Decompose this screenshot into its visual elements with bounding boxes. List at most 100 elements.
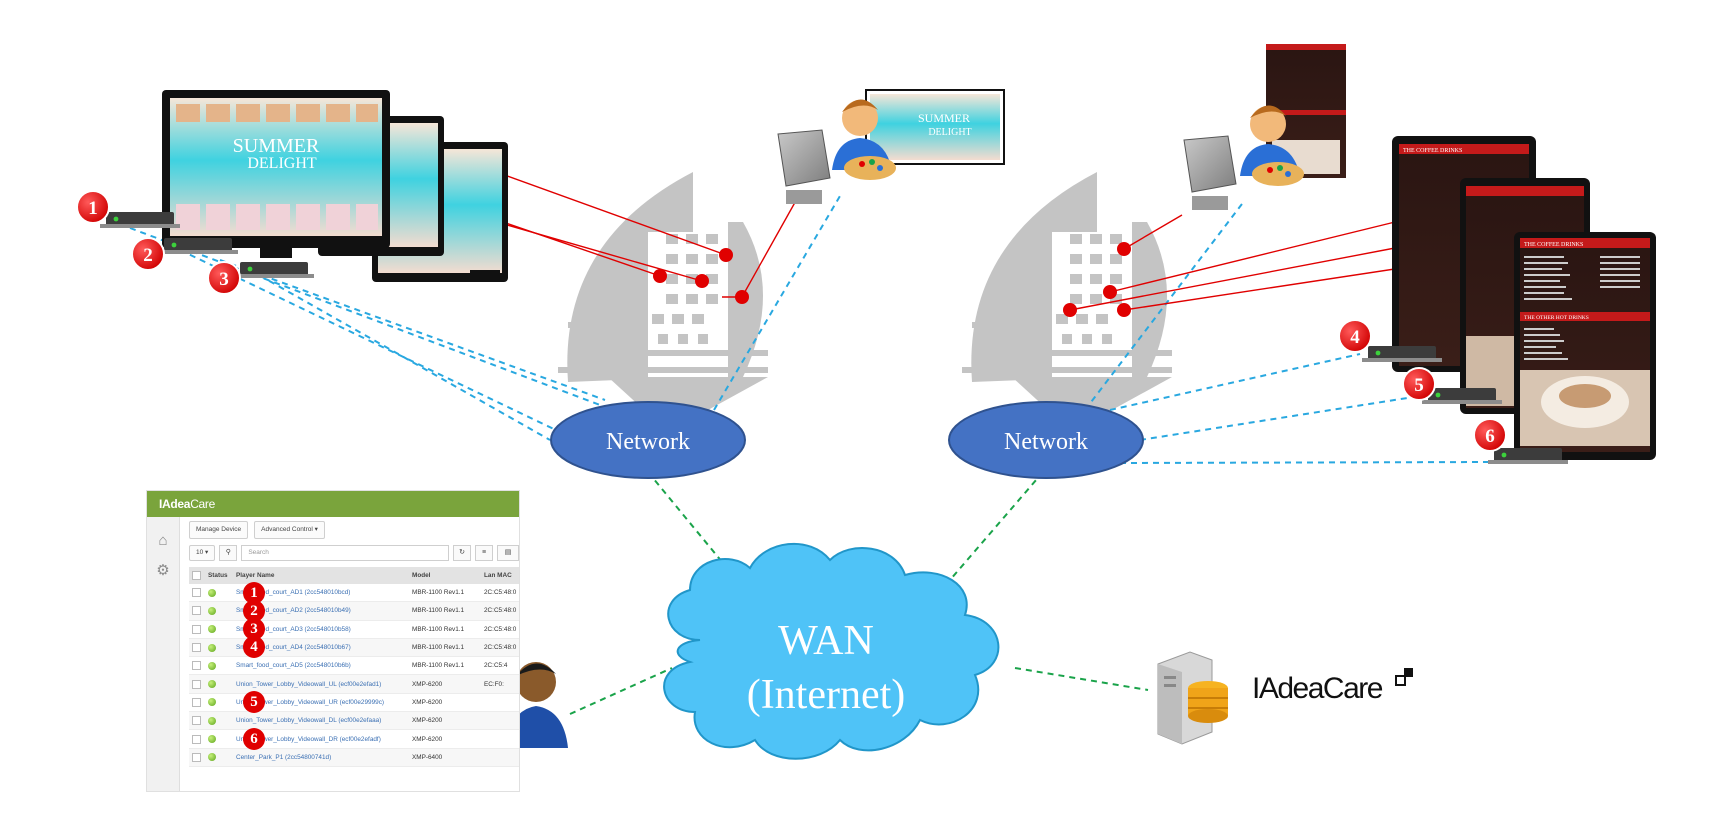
row-status: [205, 674, 233, 694]
status-online-icon: [208, 588, 216, 597]
search-input[interactable]: Search: [241, 545, 449, 561]
row-badge-3: 3: [243, 618, 265, 640]
svg-text:DELIGHT: DELIGHT: [928, 127, 971, 138]
row-badge-4: 4: [243, 636, 265, 658]
table-row[interactable]: Center_Park_P1 (2cc54800741d)XMP-6400: [189, 748, 519, 767]
badge-2: 2: [131, 237, 165, 271]
row-status: [205, 729, 233, 749]
table-row[interactable]: Union_Tower_Lobby_Videowall_UR (ecf00e29…: [189, 693, 519, 713]
status-online-icon: [208, 753, 216, 762]
select-all-checkbox[interactable]: [189, 567, 205, 584]
badge-5: 5: [1402, 367, 1436, 401]
building-icon-right: [962, 172, 1172, 432]
menu-board-front: THE COFFEE DRINKS THE OTHER HOT DRINKS: [1514, 232, 1656, 460]
row-checkbox[interactable]: [189, 674, 205, 694]
svg-text:2: 2: [143, 245, 153, 266]
player-badges: 1 2 3 4 5 6: [76, 190, 1507, 452]
row-status: [205, 656, 233, 676]
status-online-icon: [208, 698, 216, 707]
network-node-left: Network: [550, 401, 746, 479]
row-model: XMP-6200: [409, 711, 481, 731]
column-status[interactable]: Status: [205, 567, 233, 584]
row-player-name[interactable]: Union_Tower_Lobby_Videowall_DL (ecf00e2e…: [233, 711, 409, 731]
status-online-icon: [208, 625, 216, 634]
gear-icon[interactable]: ⚙: [156, 562, 170, 579]
list-view-icon[interactable]: ≡: [475, 545, 493, 561]
column-player-name[interactable]: Player Name: [233, 567, 409, 584]
console-sidebar: ⌂ ⚙: [147, 517, 180, 791]
iadeacare-console: IAdeaCare ⌂ ⚙ Manage Device Advanced Con…: [146, 490, 520, 792]
column-model[interactable]: Model: [409, 567, 481, 584]
promo-title-line2: DELIGHT: [247, 155, 317, 172]
wan-label: WAN: [778, 618, 874, 664]
building-icon-left: [558, 172, 768, 432]
table-row[interactable]: Union_Tower_Lobby_Videowall_UL (ecf00e2e…: [189, 674, 519, 694]
badge-6: 6: [1473, 418, 1507, 452]
row-checkbox[interactable]: [189, 693, 205, 713]
manage-device-button[interactable]: Manage Device: [189, 521, 249, 539]
content-nodes-right: [1063, 242, 1131, 317]
designer-workstation-left: SUMMER DELIGHT: [777, 89, 1005, 204]
menu-subtitle-front: THE OTHER HOT DRINKS: [1524, 315, 1589, 321]
table-row[interactable]: Union_Tower_Lobby_Videowall_DL (ecf00e2e…: [189, 711, 519, 731]
row-model: MBR-1100 Rev1.1: [409, 638, 481, 658]
row-status: [205, 638, 233, 658]
row-status: [205, 693, 233, 713]
console-brand-light: Care: [190, 497, 215, 511]
page-size-select[interactable]: 10 ▾: [189, 545, 216, 561]
row-checkbox[interactable]: [189, 748, 205, 767]
table-row[interactable]: Smart_food_court_AD1 (2cc548010bcd)MBR-1…: [189, 584, 519, 603]
row-lan-mac: 2C:C5:48:0: [481, 638, 519, 658]
row-lan-mac: EC:F0:: [481, 674, 519, 694]
table-row[interactable]: Smart_food_court_AD5 (2cc548010b6b)MBR-1…: [189, 656, 519, 676]
status-online-icon: [208, 735, 216, 744]
row-lan-mac: 2C:C5:48:0: [481, 620, 519, 639]
row-checkbox[interactable]: [189, 620, 205, 639]
row-player-name[interactable]: Smart_food_court_AD4 (2cc548010b67): [233, 638, 409, 658]
network-right-label: Network: [1004, 429, 1088, 455]
row-badge-6: 6: [243, 728, 265, 750]
row-model: MBR-1100 Rev1.1: [409, 584, 481, 603]
advanced-control-dropdown[interactable]: Advanced Control ▾: [254, 521, 325, 539]
svg-text:6: 6: [1485, 426, 1495, 447]
row-lan-mac: [481, 693, 519, 713]
row-player-name[interactable]: Smart_food_court_AD2 (2cc548010b49): [233, 601, 409, 621]
home-icon[interactable]: ⌂: [158, 532, 168, 549]
row-checkbox[interactable]: [189, 729, 205, 749]
table-row[interactable]: Smart_food_court_AD4 (2cc548010b67)MBR-1…: [189, 638, 519, 658]
row-checkbox[interactable]: [189, 601, 205, 621]
row-player-name[interactable]: Union_Tower_Lobby_Videowall_UL (ecf00e2e…: [233, 674, 409, 694]
table-row[interactable]: Union_Tower_Lobby_Videowall_DR (ecf00e2e…: [189, 729, 519, 749]
row-player-name[interactable]: Smart_food_court_AD3 (2cc548010b58): [233, 620, 409, 639]
row-checkbox[interactable]: [189, 656, 205, 676]
row-model: XMP-6200: [409, 693, 481, 713]
row-status: [205, 584, 233, 603]
row-lan-mac: 2C:C5:48:0: [481, 601, 519, 621]
row-model: XMP-6200: [409, 674, 481, 694]
columns-icon[interactable]: ▤: [497, 545, 519, 561]
designer-workstation-right: [1183, 44, 1346, 210]
row-player-name[interactable]: Union_Tower_Lobby_Videowall_UR (ecf00e29…: [233, 693, 409, 713]
lan-links-left: [129, 195, 841, 441]
row-checkbox[interactable]: [189, 584, 205, 603]
media-player-2: [158, 238, 238, 254]
row-player-name[interactable]: Smart_food_court_AD5 (2cc548010b6b): [233, 656, 409, 676]
player-table: Status Player Name Model Lan MAC Smart_f…: [189, 567, 519, 767]
brand-mark-icon: [1395, 668, 1413, 686]
row-lan-mac: [481, 711, 519, 731]
row-badge-5: 5: [243, 691, 265, 713]
column-lan-mac[interactable]: Lan MAC: [481, 567, 519, 584]
row-checkbox[interactable]: [189, 638, 205, 658]
row-player-name[interactable]: Smart_food_court_AD1 (2cc548010bcd): [233, 584, 409, 603]
row-checkbox[interactable]: [189, 711, 205, 731]
refresh-icon[interactable]: ↻: [453, 545, 471, 561]
row-player-name[interactable]: Union_Tower_Lobby_Videowall_DR (ecf00e2e…: [233, 729, 409, 749]
media-player-4: [1362, 346, 1442, 362]
row-badge-2: 2: [243, 600, 265, 622]
table-row[interactable]: Smart_food_court_AD3 (2cc548010b58)MBR-1…: [189, 620, 519, 639]
row-player-name[interactable]: Center_Park_P1 (2cc54800741d): [233, 748, 409, 767]
search-icon[interactable]: ⚲: [219, 545, 238, 561]
table-row[interactable]: Smart_food_court_AD2 (2cc548010b49)MBR-1…: [189, 601, 519, 621]
table-header-row: Status Player Name Model Lan MAC: [189, 567, 519, 584]
